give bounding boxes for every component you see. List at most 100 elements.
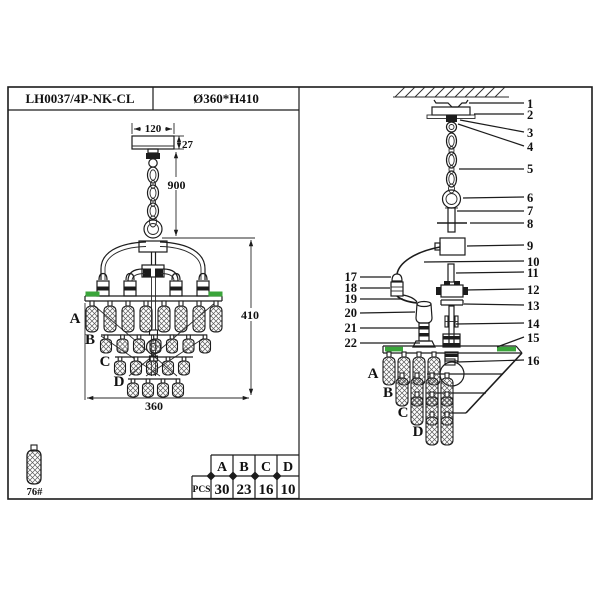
svg-text:22: 22 (345, 336, 358, 350)
dim-canopy-height: 27 (182, 139, 194, 151)
svg-text:18: 18 (345, 281, 358, 295)
exploded-chain (445, 132, 458, 194)
svg-text:6: 6 (527, 191, 533, 205)
canopy-nut (146, 153, 160, 159)
table-value-c: 16 (259, 482, 275, 498)
tier-label-a: A (70, 311, 81, 327)
svg-text:8: 8 (527, 217, 533, 231)
ceiling-canopy (131, 135, 175, 150)
svg-text:17: 17 (345, 270, 358, 284)
table-value-a: 30 (215, 482, 230, 498)
ceiling-hatch (393, 86, 509, 98)
exploded-canopy (431, 106, 471, 116)
callout-20: 20 (345, 306, 416, 320)
crystal-type-label: 76# (27, 487, 44, 498)
callout-19: 19 (345, 292, 403, 306)
table-value-d: 10 (281, 482, 296, 498)
callout-9: 9 (466, 239, 533, 253)
supply-wire (396, 246, 441, 275)
callout-15: 15 (496, 331, 540, 348)
connector-box (439, 237, 466, 256)
svg-text:5: 5 (527, 162, 533, 176)
table-header-c: C (261, 460, 271, 475)
table-value-b: 23 (237, 482, 252, 498)
highlight-right (208, 291, 223, 297)
table-header-d: D (283, 460, 293, 475)
svg-text:20: 20 (345, 306, 358, 320)
tier-a-crystals (85, 300, 223, 333)
table-header-b: B (239, 460, 248, 475)
lower-hub (141, 264, 165, 278)
candle-assembly (412, 300, 436, 348)
svg-text:7: 7 (527, 204, 533, 218)
dim-suspension-length: 900 (168, 178, 186, 192)
dim-fixture-width: 360 (145, 399, 163, 413)
parts-count-table: A B C D PCS 30 23 16 10 (191, 454, 299, 500)
model-number: LH0037/4P-NK-CL (25, 91, 134, 106)
callouts-right: 1 2 3 4 5 6 7 8 9 10 11 12 13 14 15 16 (423, 97, 540, 368)
mounting-strap (433, 99, 469, 108)
wire-cap (391, 273, 403, 282)
tier-label-c: C (100, 354, 111, 370)
callout-13: 13 (463, 299, 540, 313)
tier-c-crystals (113, 356, 191, 376)
dim-fixture-height: 410 (241, 308, 259, 322)
table-row-label: PCS (193, 485, 211, 495)
svg-text:14: 14 (527, 317, 540, 331)
callout-3: 3 (459, 119, 533, 140)
svg-text:16: 16 (527, 354, 540, 368)
tier-d-crystals (126, 378, 185, 398)
ring-plate (84, 291, 223, 302)
svg-text:9: 9 (527, 239, 533, 253)
callout-4: 4 (457, 123, 534, 154)
svg-text:13: 13 (527, 299, 540, 313)
svg-text:12: 12 (527, 283, 540, 297)
svg-text:3: 3 (527, 126, 533, 140)
svg-text:11: 11 (527, 266, 539, 280)
lock-nut (446, 115, 457, 122)
callout-8: 8 (470, 217, 533, 231)
center-rod-upper (447, 263, 455, 283)
callout-11: 11 (455, 266, 539, 280)
svg-text:2: 2 (527, 108, 533, 122)
callouts-left: 17 18 19 20 21 22 (345, 270, 420, 350)
junction-diamond (228, 471, 238, 481)
junction-diamond (272, 471, 282, 481)
callout-21: 21 (345, 321, 419, 335)
suspension-chain (146, 166, 160, 228)
svg-text:21: 21 (345, 321, 358, 335)
callout-7: 7 (457, 204, 533, 218)
highlight-left (85, 291, 100, 297)
callout-18: 18 (345, 281, 390, 295)
svg-text:4: 4 (527, 140, 534, 154)
sheet-frame: LH0037/4P-NK-CL Ø360*H410 (7, 86, 593, 500)
callout-12: 12 (464, 283, 540, 297)
tier-label-b: B (85, 332, 95, 348)
crystal-type-icon: 76# (26, 444, 44, 498)
callout-16: 16 (456, 354, 540, 368)
tier-label-b: B (383, 385, 393, 401)
lamp-arms (100, 241, 206, 282)
size-spec: Ø360*H410 (193, 91, 259, 106)
tier-b-crystals (99, 334, 212, 354)
border-frame (7, 86, 593, 500)
callout-17: 17 (345, 270, 391, 284)
svg-text:1: 1 (527, 97, 533, 111)
highlight-right (497, 346, 516, 352)
wire-connector (390, 281, 404, 297)
center-socket (442, 333, 461, 348)
svg-text:15: 15 (527, 331, 540, 345)
tier-label-a: A (368, 366, 379, 382)
highlight-left (385, 346, 403, 352)
callout-5: 5 (459, 162, 533, 176)
crystal-sample (26, 449, 42, 485)
callout-6: 6 (462, 191, 533, 205)
channel-bracket (440, 299, 464, 306)
tier-label-d: D (114, 374, 125, 390)
tier-label-c: C (398, 405, 409, 421)
dim-canopy-width: 120 (145, 123, 162, 135)
assembled-view: 120 27 900 (70, 122, 264, 413)
table-header-a: A (217, 460, 228, 475)
